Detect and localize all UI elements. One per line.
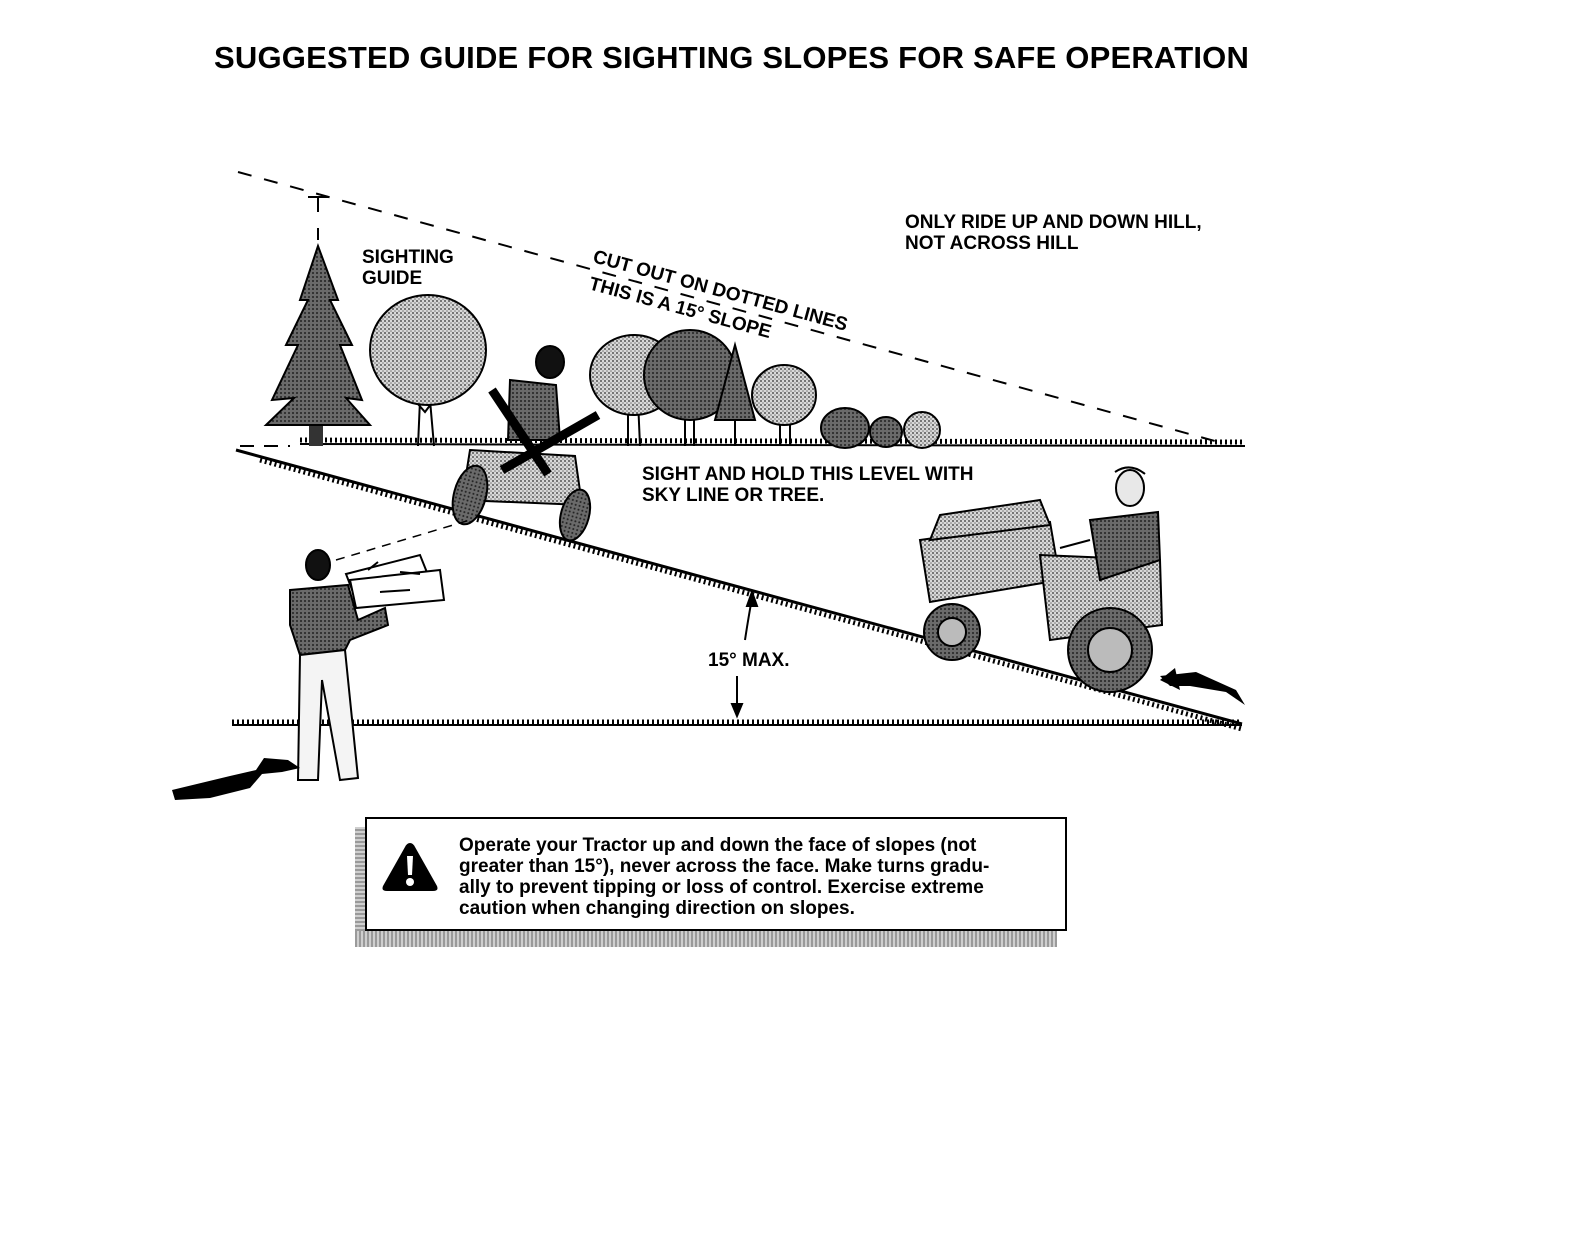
warning-shadow xyxy=(355,931,1057,947)
person-with-sighting-guide-icon xyxy=(289,549,446,782)
tree-icon xyxy=(713,341,757,446)
warning-line: Operate your Tractor up and down the fac… xyxy=(459,835,977,856)
prohibited-x-icon xyxy=(488,387,601,477)
warning-line: ally to prevent tipping or loss of contr… xyxy=(459,877,984,898)
warning-line: greater than 15°), never across the face… xyxy=(459,856,990,877)
ride-direction-line: NOT ACROSS HILL xyxy=(905,233,1079,254)
sight-hold-line: SKY LINE OR TREE. xyxy=(642,485,825,506)
warning-shadow xyxy=(355,827,365,947)
sight-hold-label: SIGHT AND HOLD THIS LEVEL WITH SKY LINE … xyxy=(642,464,973,506)
warning-text: Operate your Tractor up and down the fac… xyxy=(459,835,1059,919)
slope-line xyxy=(235,448,1243,732)
sighting-guide-label: SIGHTING GUIDE xyxy=(362,247,454,289)
max-angle-label: 15° MAX. xyxy=(708,650,790,671)
sight-dashed-line xyxy=(335,519,471,561)
bush-icon xyxy=(820,407,941,449)
horizon-grass-line xyxy=(299,437,1246,447)
warning-line: caution when changing direction on slope… xyxy=(459,898,855,919)
tractor-uphill-icon xyxy=(918,466,1164,693)
ride-direction-line: ONLY RIDE UP AND DOWN HILL, xyxy=(905,212,1202,233)
evergreen-tree-icon xyxy=(263,242,373,446)
sighting-guide-line: GUIDE xyxy=(362,268,423,289)
angle-arrow xyxy=(730,589,759,719)
sighting-guide-line: SIGHTING xyxy=(362,247,454,268)
sighting-dashed-line xyxy=(237,171,1223,444)
warning-box: Operate your Tractor up and down the fac… xyxy=(365,817,1067,931)
tree-icon xyxy=(369,294,487,447)
warning-triangle-icon xyxy=(382,843,438,891)
page-title: SUGGESTED GUIDE FOR SIGHTING SLOPES FOR … xyxy=(214,40,1250,75)
tree-icon xyxy=(751,364,817,446)
tree-icon xyxy=(643,329,737,446)
walk-arrow-icon xyxy=(172,758,300,800)
uphill-arrow-icon xyxy=(1160,668,1245,705)
ride-direction-label: ONLY RIDE UP AND DOWN HILL, NOT ACROSS H… xyxy=(905,212,1202,254)
ground-grass-line xyxy=(232,719,1242,726)
sight-hold-line: SIGHT AND HOLD THIS LEVEL WITH xyxy=(642,464,974,485)
